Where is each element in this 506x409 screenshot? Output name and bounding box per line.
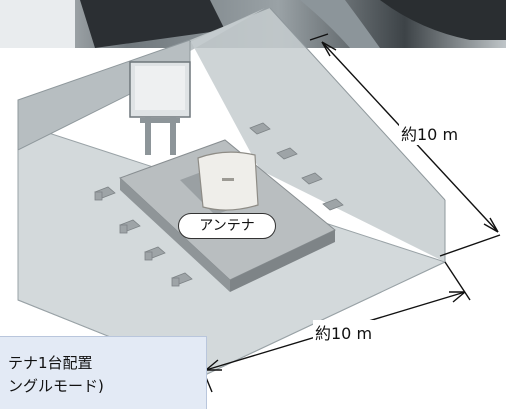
antenna-label-text: アンテナ [199,218,255,234]
depth-dimension-label: 約10 m [399,121,461,145]
caption-box: テナ1台配置 ングルモード) [0,336,207,409]
caption-line-1: テナ1台配置 [8,354,93,372]
caption-line-2: ングルモード) [8,377,104,395]
antenna-label: アンテナ [178,213,276,239]
width-dimension-label: 約10 m [313,320,375,344]
